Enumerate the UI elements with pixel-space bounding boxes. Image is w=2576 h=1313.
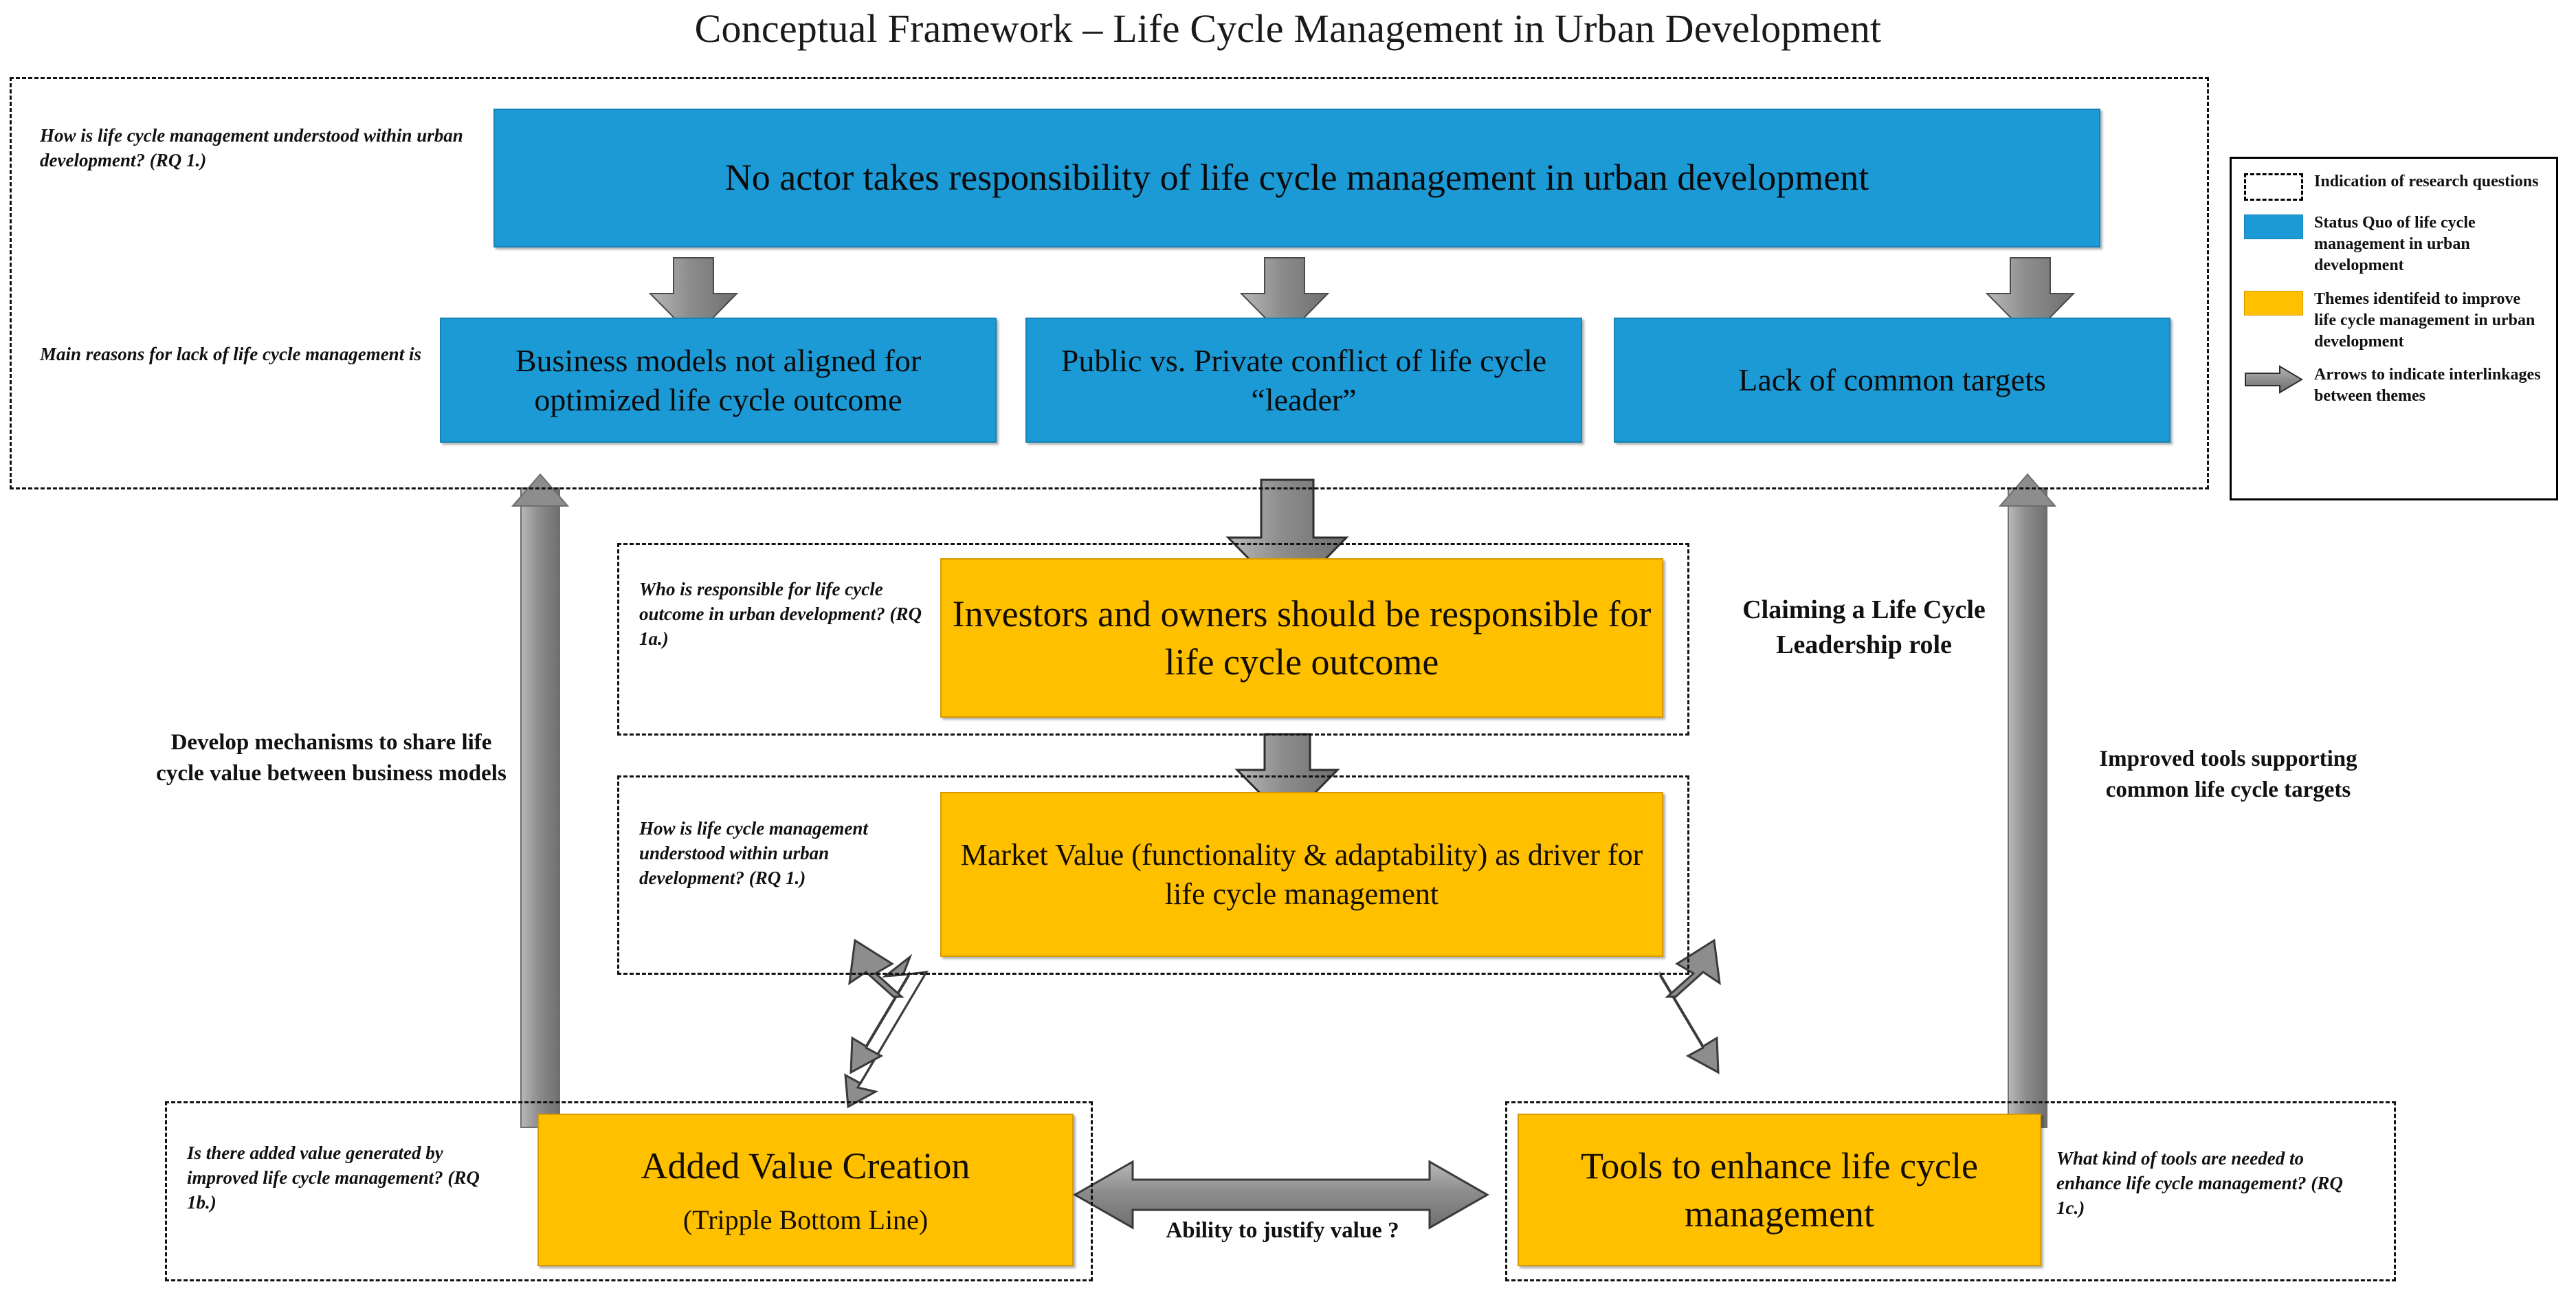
- legend-box: Indication of research questions Status …: [2230, 157, 2558, 500]
- rq-label-leadership: Who is responsible for life cycle outcom…: [639, 579, 922, 649]
- dashed-rectangle-icon: [2244, 173, 2303, 201]
- arrow-up-right-connector: [1998, 473, 2057, 1128]
- connector-label-develop-mechanisms: Develop mechanisms to share life cycle v…: [156, 730, 507, 786]
- legend-item-label: Indication of research questions: [2314, 173, 2539, 190]
- connector-label-improved-tools: Improved tools supporting common life cy…: [2099, 747, 2357, 802]
- legend-item-label: Themes identifeid to improve life cycle …: [2314, 289, 2535, 351]
- theme-box-added-value-line2: (Tripple Bottom Line): [682, 1204, 929, 1236]
- leadership-research-frame: [617, 543, 1689, 736]
- legend-item-label: Arrows to indicate interlinkages between…: [2314, 366, 2541, 406]
- rq-label-tools: What kind of tools are needed to enhance…: [2056, 1148, 2343, 1218]
- legend-item-label: Status Quo of life cycle management in u…: [2314, 214, 2476, 275]
- market-value-research-frame: [617, 775, 1689, 975]
- theme-box-tools: Tools to enhance life cycle management: [1518, 1114, 2041, 1266]
- gray-arrow-icon: [2244, 364, 2303, 395]
- arrow-up-left-connector: [511, 473, 570, 1128]
- status-quo-reason-box-business-models: Business models not aligned for optimize…: [440, 318, 997, 443]
- orange-rectangle-icon: [2244, 290, 2303, 318]
- rq-label-status-quo-1: How is life cycle management understood …: [40, 125, 463, 170]
- legend-item-research-questions: Indication of research questions: [2244, 171, 2545, 201]
- rq-label-status-quo-2: Main reasons for lack of life cycle mana…: [40, 344, 421, 364]
- status-quo-research-frame: [10, 77, 2209, 489]
- rq-label-market-value: How is life cycle management understood …: [639, 818, 868, 888]
- legend-item-themes: Themes identifeid to improve life cycle …: [2244, 289, 2545, 353]
- theme-box-added-value-line1: Added Value Creation: [641, 1145, 970, 1187]
- status-quo-reason-box-public-private: Public vs. Private conflict of life cycl…: [1025, 318, 1582, 443]
- tools-research-frame: [1505, 1101, 2396, 1281]
- blue-rectangle-icon: [2244, 214, 2303, 242]
- page-title: Conceptual Framework – Life Cycle Manage…: [694, 6, 1882, 51]
- legend-item-status-quo: Status Quo of life cycle management in u…: [2244, 212, 2545, 277]
- status-quo-reason-box-common-targets: Lack of common targets: [1614, 318, 2170, 443]
- theme-box-added-value: Added Value Creation (Tripple Bottom Lin…: [537, 1114, 1074, 1266]
- connector-label-claiming-leadership: Claiming a Life Cycle Leadership role: [1742, 595, 1986, 660]
- status-quo-headline-box: No actor takes responsibility of life cy…: [493, 109, 2100, 247]
- theme-box-leadership: Investors and owners should be responsib…: [940, 558, 1663, 718]
- rq-label-added-value: Is there added value generated by improv…: [187, 1143, 480, 1213]
- connector-label-ability-to-justify-value: Ability to justify value ?: [1166, 1218, 1399, 1243]
- legend-item-arrows: Arrows to indicate interlinkages between…: [2244, 364, 2545, 407]
- added-value-research-frame: [165, 1101, 1093, 1281]
- theme-box-market-value: Market Value (functionality & adaptabili…: [940, 792, 1663, 957]
